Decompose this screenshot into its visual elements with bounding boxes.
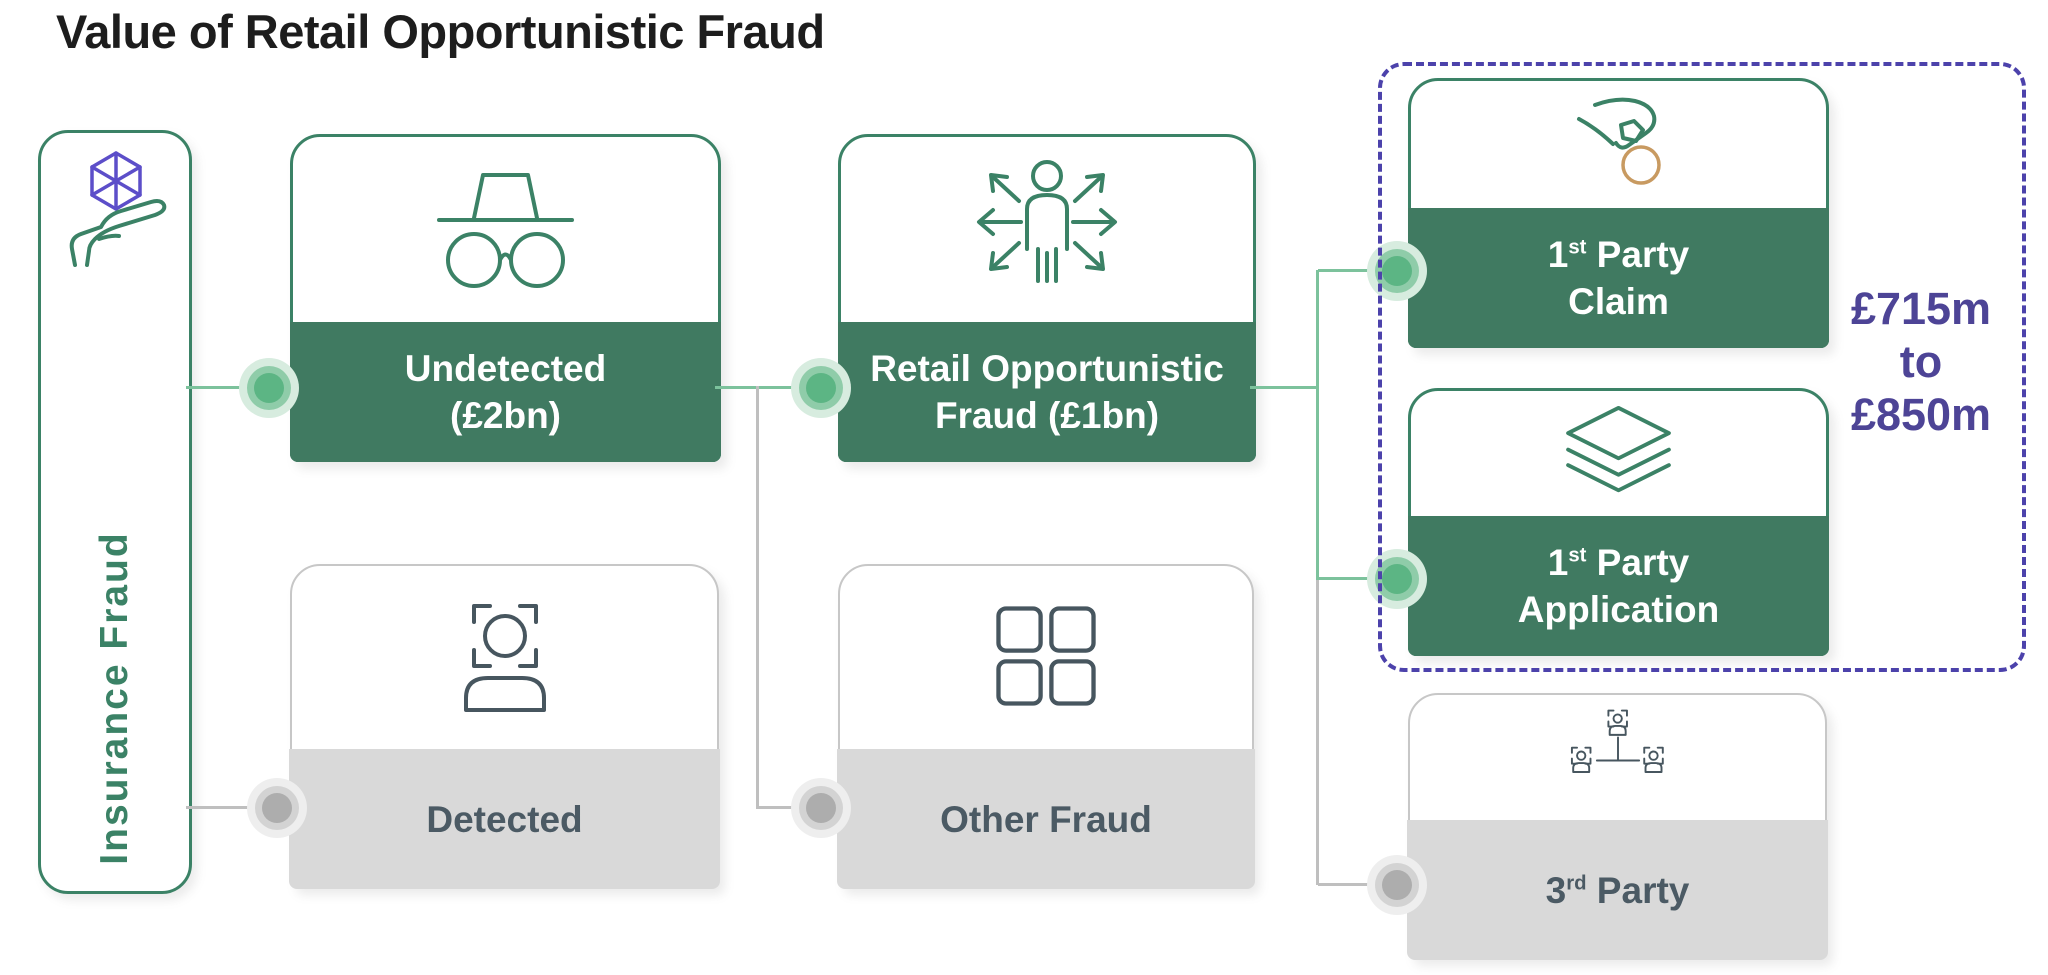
third-party-card-top (1410, 695, 1825, 817)
connector-trunk-right-green (1316, 270, 1319, 580)
insurance-fraud-card: Insurance Fraud (38, 130, 192, 894)
connector-trunk-other (756, 806, 822, 809)
first-party-claim-label: 1st Party Claim (1408, 208, 1829, 348)
third-party-card: 3rd Party (1407, 693, 1828, 960)
first-party-application-label-line1: 1st Party (1548, 539, 1690, 586)
connector-insurance-undetected (186, 386, 270, 389)
third-num: 3 (1545, 869, 1567, 911)
detected-card-top (292, 566, 717, 746)
undetected-card-top (293, 137, 718, 319)
incognito-icon (437, 173, 574, 288)
third-party-label-line1: 3rd Party (1546, 867, 1690, 914)
retail-fraud-label-line1: Retail Opportunistic (870, 348, 1224, 389)
value-range-line2: to (1899, 336, 1943, 387)
other-fraud-label-line1: Other Fraud (940, 798, 1152, 840)
detected-label: Detected (289, 749, 720, 889)
other-fraud-card: Other Fraud (837, 564, 1255, 889)
retail-fraud-label-line2: Fraud (£1bn) (934, 395, 1160, 436)
undetected-label: Undetected (£2bn) (290, 322, 721, 462)
undetected-card: Undetected (£2bn) (290, 134, 721, 462)
application-rest: Party (1586, 542, 1690, 583)
layers-icon (1566, 405, 1671, 492)
first-party-claim-label-line1: 1st Party (1548, 231, 1690, 278)
page-title: Value of Retail Opportunistic Fraud (56, 5, 825, 58)
first-party-claim-card: 1st Party Claim (1408, 78, 1829, 348)
detected-label-line1: Detected (426, 798, 583, 840)
node-retail (806, 373, 836, 403)
connector-undetected-retail (715, 386, 822, 389)
node-application (1382, 564, 1412, 594)
node-other (806, 793, 836, 823)
value-range-label: £715m to £850m (1826, 282, 2016, 441)
claim-ordinal: st (1568, 236, 1587, 259)
value-range-line3: £850m (1850, 389, 1992, 440)
first-party-application-card-top (1411, 391, 1826, 513)
third-ordinal: rd (1566, 872, 1587, 895)
node-detected (262, 793, 292, 823)
hand-cube-icon (69, 151, 167, 267)
connector-insurance-detected (186, 806, 278, 809)
first-party-application-card: 1st Party Application (1408, 388, 1829, 656)
connector-trunk-right-gray (1316, 580, 1319, 885)
retail-fraud-label: Retail Opportunistic Fraud (£1bn) (838, 322, 1256, 462)
connector-retail-trunk (1250, 386, 1318, 389)
value-range-line1: £715m (1850, 283, 1992, 334)
connector-trunk-left (756, 386, 759, 808)
claim-num: 1 (1547, 234, 1569, 275)
application-ordinal: st (1568, 544, 1587, 567)
node-claim (1382, 256, 1412, 286)
first-party-claim-label-line2: Claim (1568, 281, 1669, 322)
application-num: 1 (1547, 542, 1569, 583)
third-party-label: 3rd Party (1407, 820, 1828, 960)
first-party-application-label-line2: Application (1517, 589, 1720, 630)
other-fraud-card-top (840, 566, 1252, 746)
grid-icon (996, 606, 1096, 706)
undetected-label-line2: (£2bn) (450, 395, 561, 436)
first-party-application-label: 1st Party Application (1408, 516, 1829, 656)
retail-fraud-card-top (841, 137, 1253, 319)
coin-drop-icon (1576, 97, 1661, 185)
node-undetected (254, 373, 284, 403)
other-fraud-label: Other Fraud (837, 749, 1255, 889)
retail-fraud-card: Retail Opportunistic Fraud (£1bn) (838, 134, 1256, 462)
person-arrows-icon (977, 160, 1117, 283)
connector-trunk-application (1318, 577, 1398, 580)
connector-trunk-claim (1318, 269, 1398, 272)
face-scan-icon (463, 604, 546, 712)
first-party-claim-card-top (1411, 81, 1826, 205)
claim-rest: Party (1586, 234, 1690, 275)
connector-trunk-third (1318, 883, 1398, 886)
detected-card: Detected (289, 564, 720, 889)
node-third (1382, 870, 1412, 900)
undetected-label-line1: Undetected (404, 348, 607, 389)
org-people-icon (1570, 709, 1664, 773)
third-rest: Party (1586, 869, 1690, 911)
insurance-fraud-label: Insurance Fraud (93, 531, 136, 865)
